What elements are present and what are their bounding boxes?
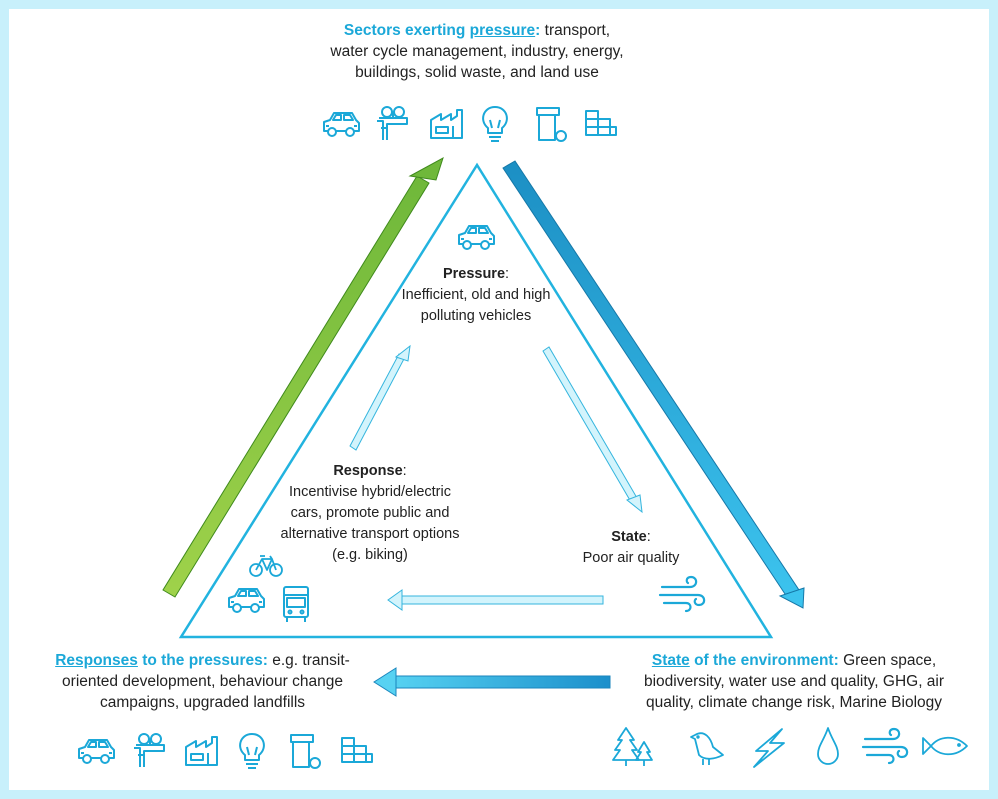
response-text-block: Response: Incentivise hybrid/electric ca… <box>265 461 475 566</box>
sectors-title-c: : <box>535 22 541 39</box>
arrow-response-to-pressure <box>162 156 444 598</box>
pressure-line2: polluting vehicles <box>420 308 532 324</box>
pressure-car-icon <box>458 225 495 250</box>
pressure-title: Pressure <box>442 266 506 282</box>
responses-pressures-line1: e.g. transit- <box>267 652 350 669</box>
state-text-block: State: Poor air quality <box>566 527 696 569</box>
bottom-wind-icon <box>861 727 909 765</box>
pressure-line1: Inefficient, old and high <box>401 287 551 303</box>
responses-pressures-title-b: to the pressures: <box>137 652 268 669</box>
wind-icon <box>658 575 706 613</box>
bottom-car-icon <box>78 739 115 764</box>
sectors-title-b: pressure <box>469 22 536 39</box>
state-env-title-line: State of the environment: Green space, <box>608 650 980 671</box>
inner-arrow-state-to-response <box>387 589 604 611</box>
arrow-pressure-to-state <box>502 160 805 609</box>
state-line1: Poor air quality <box>582 550 680 566</box>
state-title-line: State: <box>566 527 696 548</box>
response-colon: : <box>402 463 407 479</box>
response-line3: alternative transport options <box>280 526 460 542</box>
state-env-line1: Green space, <box>838 652 937 669</box>
sectors-line2: water cycle management, industry, energy… <box>330 43 624 60</box>
lightbulb-icon <box>482 106 508 142</box>
state-env-line3: quality, climate change risk, Marine Bio… <box>645 694 943 711</box>
fish-icon <box>922 736 968 756</box>
bottom-bricks-icon <box>341 737 373 763</box>
responses-pressures-title-a: Responses <box>55 652 138 669</box>
responses-pressures-text-block: Responses to the pressures: e.g. transit… <box>30 650 375 713</box>
response-line4: (e.g. biking) <box>332 547 408 563</box>
car-icon <box>323 112 360 137</box>
bricks-icon <box>585 110 617 136</box>
response-line1: Incentivise hybrid/electric <box>289 484 451 500</box>
responses-pressures-line2: oriented development, behaviour change <box>62 673 343 690</box>
waste-bin-icon <box>536 107 567 142</box>
responses-pressures-line3: campaigns, upgraded landfills <box>99 694 306 711</box>
diagram-panel <box>9 9 989 790</box>
arrow-state-to-responses <box>373 667 611 697</box>
response-title: Response <box>333 463 403 479</box>
factory-icon <box>430 109 463 139</box>
pressure-title-line: Pressure: <box>376 264 576 285</box>
inner-arrow-response-to-pressure <box>349 344 411 451</box>
state-env-title-a: State <box>651 652 690 669</box>
state-env-line2: biodiversity, water use and quality, GHG… <box>643 673 945 690</box>
lightning-icon <box>753 728 785 768</box>
bottom-factory-icon <box>185 736 218 766</box>
bottom-lightbulb-icon <box>239 733 265 769</box>
sectors-title-line: Sectors exerting pressure: transport, <box>282 20 672 41</box>
state-colon: : <box>646 529 651 545</box>
sectors-title-a: Sectors exerting <box>343 22 470 39</box>
inner-arrow-pressure-to-state <box>542 346 643 514</box>
trees-icon <box>612 727 653 767</box>
water-tap-icon <box>376 106 408 141</box>
response-line2: cars, promote public and <box>290 505 450 521</box>
bird-icon <box>690 732 724 766</box>
cycle-triangle <box>178 162 774 639</box>
pressure-text-block: Pressure: Inefficient, old and high poll… <box>376 264 576 327</box>
pressure-colon: : <box>505 266 510 282</box>
sectors-line1: transport, <box>540 22 611 39</box>
response-title-line: Response: <box>265 461 475 482</box>
sectors-line3: buildings, solid waste, and land use <box>355 64 599 81</box>
state-env-text-block: State of the environment: Green space, b… <box>608 650 980 713</box>
state-env-title-b: of the environment: <box>689 652 839 669</box>
responses-pressures-title-line: Responses to the pressures: e.g. transit… <box>30 650 375 671</box>
state-title: State <box>611 529 647 545</box>
water-drop-icon <box>817 727 839 765</box>
bus-icon <box>283 586 309 623</box>
bottom-waste-bin-icon <box>290 734 321 769</box>
bottom-water-tap-icon <box>133 733 165 768</box>
sectors-text-block: Sectors exerting pressure: transport, wa… <box>282 20 672 83</box>
response-car-icon <box>228 588 265 613</box>
